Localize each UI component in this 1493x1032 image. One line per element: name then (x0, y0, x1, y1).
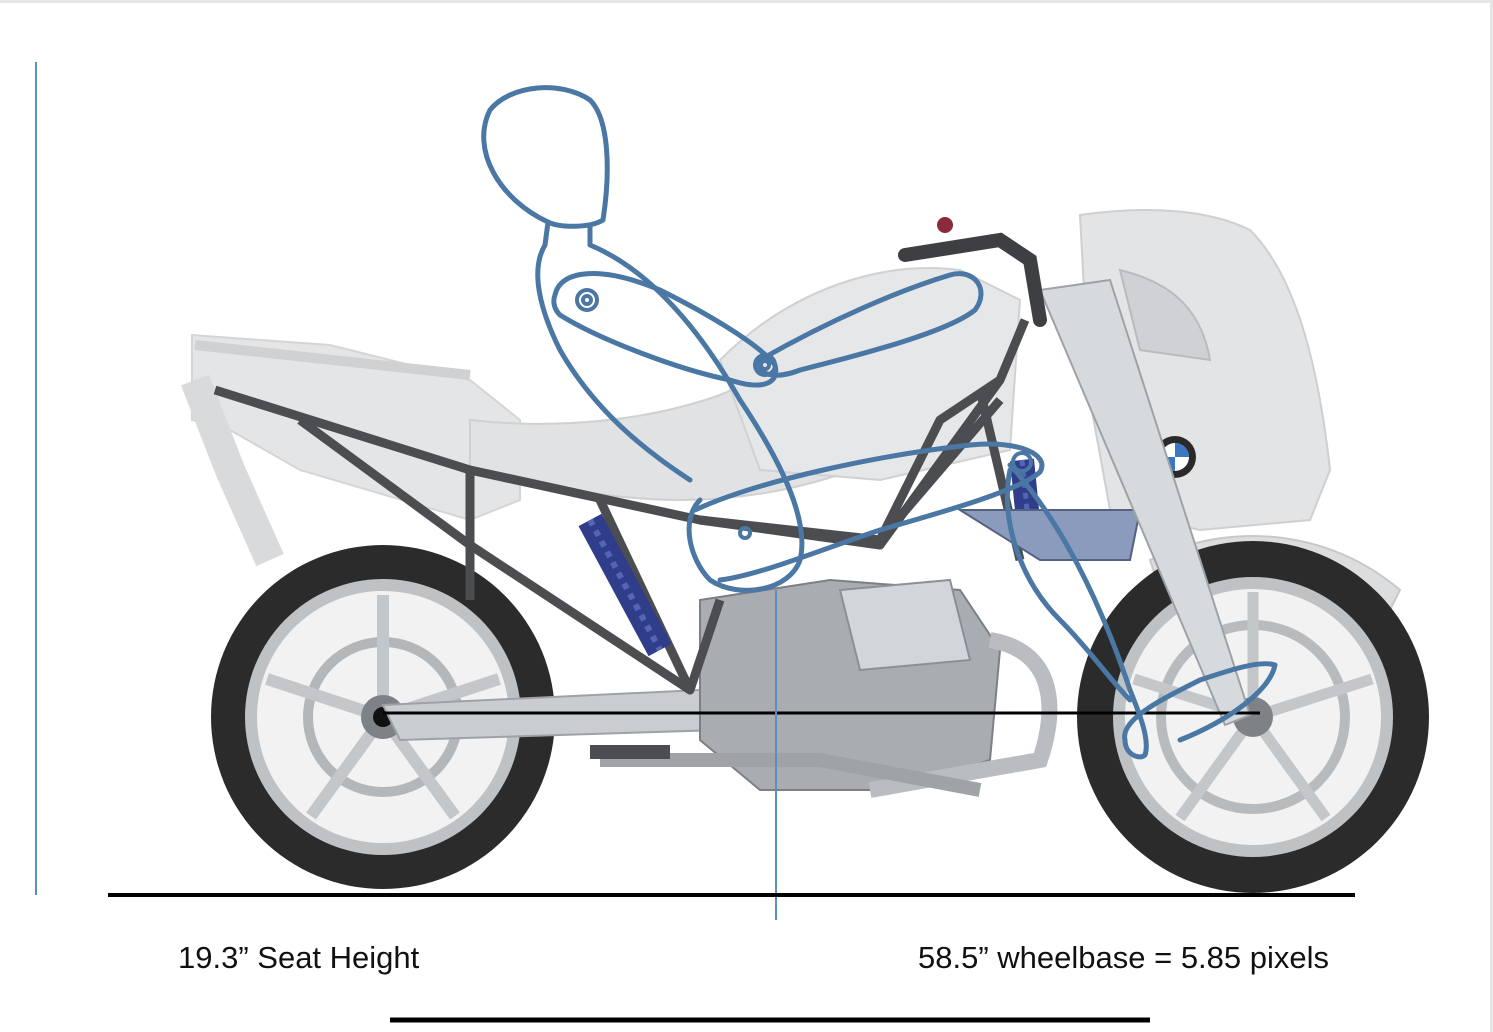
rider-joints (575, 288, 1033, 540)
shoulder-joint (575, 288, 599, 312)
elbow-joint (753, 353, 777, 377)
handlebar (898, 232, 1047, 327)
rider-back (535, 219, 693, 483)
rider-lower-leg (1007, 462, 1278, 760)
luggage-rack (194, 340, 471, 380)
rider-outline (481, 85, 1278, 760)
elbow-joint-center (759, 359, 771, 371)
rear-wheel (211, 545, 555, 889)
headlight (1118, 268, 1212, 362)
wheelbase-caption: 58.5” wheelbase = 5.85 pixels (918, 940, 1330, 975)
hip-joint (738, 526, 752, 540)
page-right-border (1490, 0, 1493, 1032)
rear-shock (578, 513, 672, 657)
seat-height-caption: 19.3” Seat Height (178, 940, 420, 975)
trellis-frame (213, 318, 1030, 695)
rider-upper-arm (551, 271, 779, 388)
rider-forearm (756, 271, 984, 378)
footpeg (590, 745, 670, 759)
knee-joint (1011, 451, 1033, 473)
fuel-tank (718, 267, 1022, 482)
rear-mudguard (181, 374, 284, 567)
motorcycle-image (181, 209, 1429, 893)
rider-torso-front (587, 222, 805, 593)
cylinder-head (838, 578, 972, 672)
rider-shin (1005, 467, 1133, 703)
exhaust-pipe (600, 753, 982, 797)
front-wheel (1077, 541, 1429, 893)
exhaust-header (868, 632, 1058, 798)
mirror-mount (937, 217, 953, 233)
rider-thigh (692, 441, 1045, 583)
shoulder-joint-center (581, 294, 593, 306)
page-top-border (0, 0, 1493, 3)
front-fork (1038, 278, 1252, 727)
rider-head (481, 85, 610, 229)
